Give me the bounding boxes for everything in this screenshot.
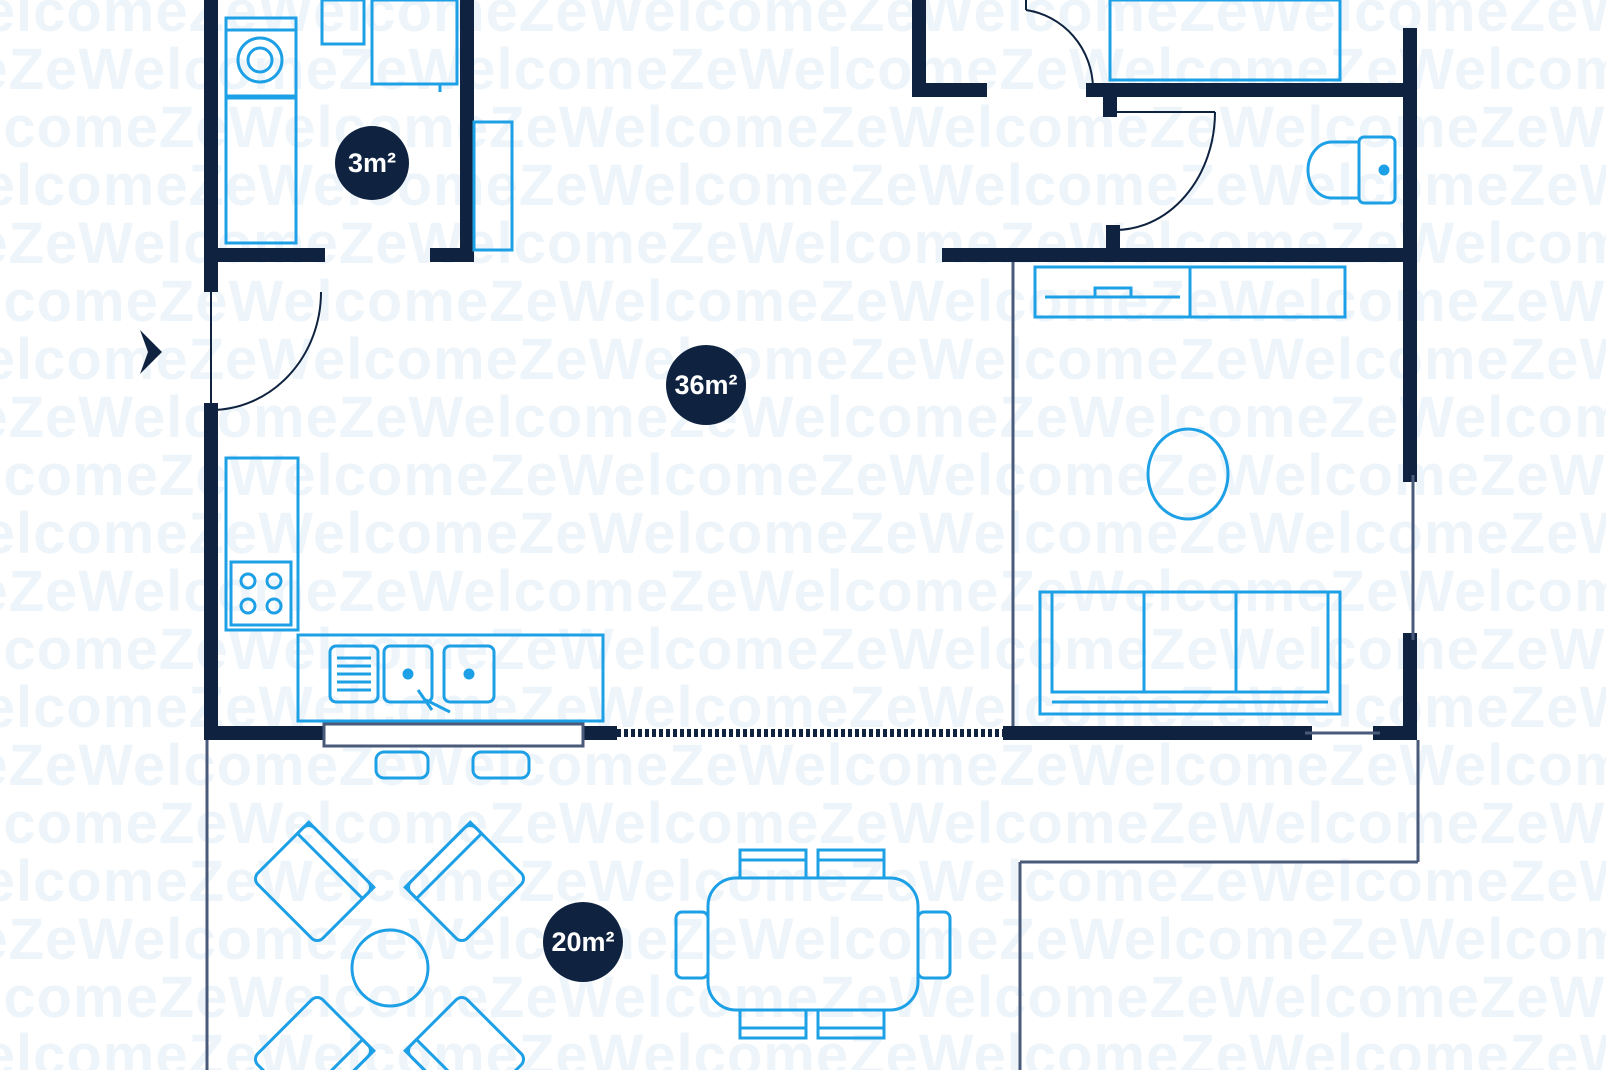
utility-shelf — [320, 0, 366, 46]
area-badge-terrace: 20m² — [543, 902, 623, 982]
walls — [204, 0, 1417, 740]
utility-counter — [224, 96, 298, 245]
thin-outlines — [205, 262, 1420, 1070]
washing-machine-icon — [224, 16, 298, 98]
sofa-icon — [1038, 590, 1342, 716]
chair-icon — [254, 820, 376, 942]
kitchen-counter-bottom — [296, 633, 605, 723]
toilet-icon — [1306, 135, 1397, 205]
chair-icon — [816, 1008, 886, 1040]
area-label-terrace: 20m² — [551, 927, 614, 957]
chair-icon — [674, 910, 710, 980]
area-badge-living: 36m² — [666, 345, 746, 425]
furniture — [224, 0, 1397, 1070]
area-label-utility: 3m² — [348, 148, 396, 178]
chair-icon — [471, 750, 531, 780]
utility-cabinet — [370, 0, 459, 92]
door-swing-icon — [1025, 0, 1094, 89]
chair-icon — [374, 750, 430, 780]
round-table-icon — [350, 928, 430, 1008]
chair-icon — [738, 1008, 808, 1040]
door-swing-icon — [210, 291, 322, 411]
doors — [210, 0, 1216, 411]
window-kitchen — [322, 722, 585, 748]
sink-icon — [328, 644, 496, 714]
chair-icon — [403, 820, 525, 942]
chair-icon — [916, 910, 952, 980]
sideboard — [1033, 265, 1347, 319]
chair-icon — [403, 996, 525, 1070]
top-room-furniture — [1108, 0, 1342, 82]
chair-icon — [254, 996, 376, 1070]
chair-icon — [816, 848, 886, 880]
wardrobe — [472, 120, 514, 252]
chair-icon — [738, 848, 808, 880]
round-table-icon — [1146, 427, 1230, 521]
area-label-living: 36m² — [674, 370, 737, 400]
stove-icon — [229, 560, 293, 627]
area-badge-utility: 3m² — [335, 126, 409, 200]
kitchen-counter-left — [224, 456, 300, 632]
dining-table-icon — [706, 876, 920, 1012]
entrance-arrow-icon — [140, 330, 162, 374]
door-swing-icon — [1112, 111, 1216, 232]
